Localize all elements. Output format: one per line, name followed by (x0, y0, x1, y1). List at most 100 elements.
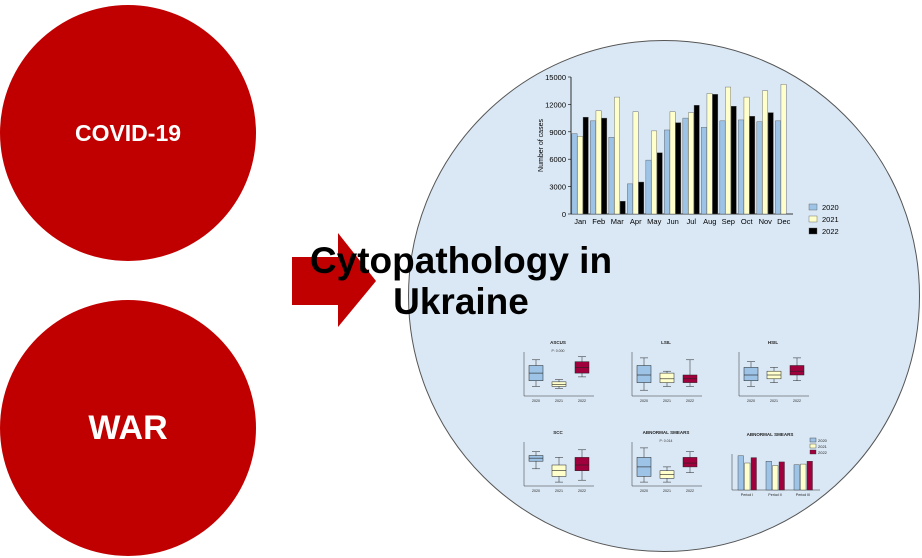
bar-2021-Jul (688, 112, 694, 215)
covid-circle: COVID-19 (0, 5, 256, 261)
x-tick-label: 2022 (578, 399, 586, 403)
x-tick-label: 2020 (640, 399, 648, 403)
bar-2022-Nov (767, 112, 774, 215)
x-tick-label: Period I (741, 493, 753, 497)
legend-swatch-2020 (809, 437, 817, 443)
bar-2020-May (645, 159, 652, 215)
panel-title: ASCUS (550, 340, 566, 345)
bar-2021-May (651, 130, 657, 215)
x-tick-label: 2022 (578, 489, 586, 493)
x-tick-label: 2021 (555, 399, 563, 403)
panel-title: ABNORMAL SMEARS (643, 430, 690, 435)
x-tick-label: Oct (741, 217, 754, 226)
bar-2020-Period II (765, 461, 772, 491)
bar-2021-Jan (577, 136, 583, 215)
bar-2022-Feb (601, 117, 608, 215)
box-2021 (551, 381, 567, 387)
y-tick-label: 12000 (545, 100, 566, 109)
x-tick-label: 2022 (686, 399, 694, 403)
bar-2020-Feb (590, 120, 596, 215)
bar-2021-Period II (772, 465, 779, 491)
bar-2021-Feb (595, 110, 602, 215)
legend-label-2022: 2022 (818, 450, 828, 455)
x-tick-label: Feb (592, 217, 605, 226)
x-tick-label: Nov (759, 217, 773, 226)
war-circle: WAR (0, 300, 256, 556)
panel-annotation: P: 0.014 (659, 439, 672, 443)
x-tick-label: 2021 (555, 489, 563, 493)
bar-2022-Jul (693, 105, 700, 215)
box-2020 (636, 365, 652, 383)
legend-swatch-2022 (809, 449, 817, 455)
bar-2021-Mar (614, 96, 620, 215)
bar-2022-May (656, 152, 663, 215)
y-tick-label: 3000 (549, 183, 566, 192)
x-tick-label: Jun (667, 217, 679, 226)
title-line-1: Cytopathology in (309, 240, 613, 281)
legend-label-2020: 2020 (818, 438, 828, 443)
bar-2021-Dec (780, 84, 787, 215)
x-tick-label: Jul (686, 217, 696, 226)
legend-label-2020: 2020 (822, 203, 839, 212)
x-tick-label: Mar (611, 217, 624, 226)
x-tick-label: Period II (768, 493, 781, 497)
y-tick-label: 0 (562, 210, 566, 219)
x-tick-label: 2021 (663, 399, 671, 403)
bar-2022-Period II (778, 461, 785, 491)
legend-swatch-2022 (808, 227, 818, 235)
bar-2020-Jan (571, 133, 578, 215)
legend-label-2021: 2021 (822, 215, 839, 224)
bar-2022-Oct (749, 116, 756, 215)
box-2022 (574, 457, 590, 471)
x-tick-label: 2020 (640, 489, 648, 493)
x-tick-label: Jan (574, 217, 586, 226)
bar-2021-Aug (706, 93, 713, 215)
y-tick-label: 6000 (549, 155, 566, 164)
x-tick-label: Dec (777, 217, 791, 226)
bar-2020-Aug (701, 127, 707, 215)
bar-2021-Jun (669, 111, 676, 215)
box-2021 (659, 372, 675, 383)
bar-2020-Dec (775, 120, 781, 215)
war-label: WAR (88, 408, 168, 447)
box-2022 (682, 457, 698, 468)
x-tick-label: May (647, 217, 661, 226)
bar-2022-Mar (619, 201, 626, 215)
box-2022 (789, 365, 805, 376)
legend-swatch-2021 (809, 443, 817, 449)
x-tick-label: Period III (796, 493, 810, 497)
bar-2020-Jul (682, 117, 689, 215)
x-tick-label: 2020 (532, 489, 540, 493)
panel-annotation: P: 0.000 (551, 349, 564, 353)
bar-2020-Apr (627, 183, 633, 215)
x-tick-label: Apr (630, 217, 642, 226)
box-2020 (743, 367, 759, 381)
bar-2020-Sep (719, 120, 726, 215)
bar-2020-Period III (793, 464, 800, 491)
bar-2021-Period I (744, 462, 751, 491)
panel-title: HSIL (768, 340, 779, 345)
bar-2022-Jan (582, 116, 589, 215)
abnormal-smears-period-chart: ABNORMAL SMEARS Period I Period II Period I… (731, 432, 828, 497)
title-line-2: Ukraine (393, 281, 529, 322)
x-tick-label: 2021 (663, 489, 671, 493)
bar-2020-Jun (664, 129, 670, 215)
bar-2020-Period I (737, 455, 744, 491)
bar-2021-Period III (800, 463, 807, 491)
bar-2020-Oct (738, 119, 744, 215)
y-tick-label: 9000 (549, 128, 566, 137)
bar-2021-Apr (632, 111, 639, 215)
panel-title: ABNORMAL SMEARS (747, 432, 794, 437)
abnormal-smears-boxplot: ABNORMAL SMEARS P: 0.014 2020 2021 2022 (631, 430, 702, 493)
covid-label: COVID-19 (74, 119, 182, 146)
x-tick-label: 2022 (686, 489, 694, 493)
bar-2022-Sep (730, 106, 737, 215)
page-title: Cytopathology in Ukraine (0, 240, 922, 322)
bar-2022-Period III (806, 461, 813, 491)
legend-label-2022: 2022 (822, 227, 839, 236)
panel-title: LSIL (661, 340, 671, 345)
bar-2022-Period I (750, 457, 757, 491)
